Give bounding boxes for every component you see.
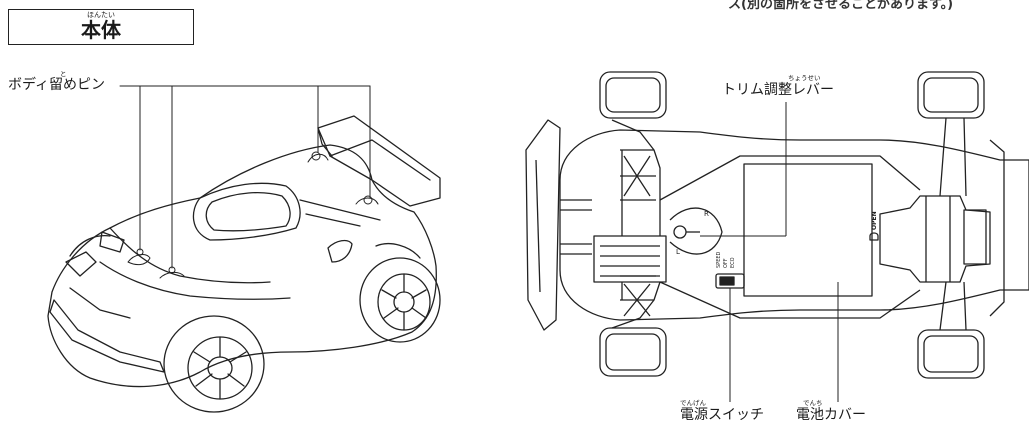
trim-left-mark: L: [676, 248, 680, 256]
power-switch-label: 電源スイッチ: [680, 407, 764, 423]
rear-gearbox: [879, 195, 991, 283]
front-steering-block: [593, 235, 667, 283]
wheel-front-bottom: [599, 327, 667, 377]
switch-speed-mark: SPEED: [716, 251, 722, 268]
battery-cover-reading: でんち: [803, 399, 823, 407]
switch-eco-mark: ECO: [730, 257, 736, 268]
trim-lever-reading: ちょうせい: [788, 74, 821, 82]
battery-cover-label: 電池カバー: [796, 407, 866, 423]
wheel-rear-bottom: [917, 329, 985, 379]
body-pin-label: ボディ留めピン: [8, 77, 106, 93]
body-pin-leader-lines: [119, 85, 371, 269]
trim-right-mark: R: [704, 210, 709, 218]
body-pin-reading: と: [60, 70, 67, 78]
title-reading: ほんたい: [87, 11, 115, 19]
power-switch-reading: でんげん: [680, 399, 706, 407]
battery-cover-panel: [743, 163, 873, 297]
section-title-box: ほんたい 本体: [8, 9, 194, 45]
top-view-leader-lines: [700, 102, 839, 402]
trim-lever-label: トリム調整レバー: [722, 82, 834, 98]
switch-off-mark: OFF: [723, 258, 729, 268]
top-cropped-text: ス(別の箇所をさせることがあります。): [728, 0, 954, 12]
open-mark: OPEN: [871, 211, 878, 230]
chassis-top-view: [525, 71, 1029, 402]
wheel-rear-top: [917, 71, 985, 119]
page-title: 本体: [81, 18, 121, 42]
wheel-front-top: [599, 71, 667, 119]
trim-lever-knob: [673, 225, 687, 239]
